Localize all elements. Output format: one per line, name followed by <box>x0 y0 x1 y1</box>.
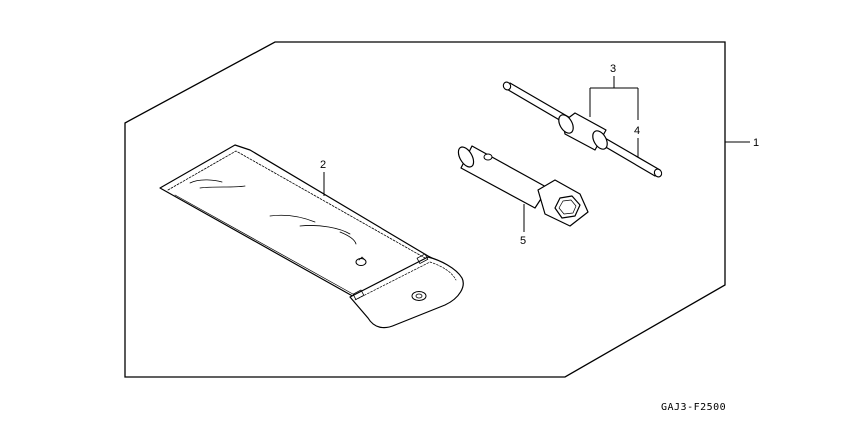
tool-bag <box>159 144 464 329</box>
callout-4: 4 <box>634 125 640 137</box>
tommy-bar <box>502 81 663 178</box>
callout-5: 5 <box>520 235 526 247</box>
kit-boundary-frame <box>124 41 726 378</box>
figure-code: GAJ3-F2500 <box>661 402 726 413</box>
callout-2: 2 <box>320 159 326 171</box>
spark-plug-wrench <box>457 145 589 227</box>
callout-1: 1 <box>753 137 759 149</box>
callout-3: 3 <box>610 63 616 75</box>
